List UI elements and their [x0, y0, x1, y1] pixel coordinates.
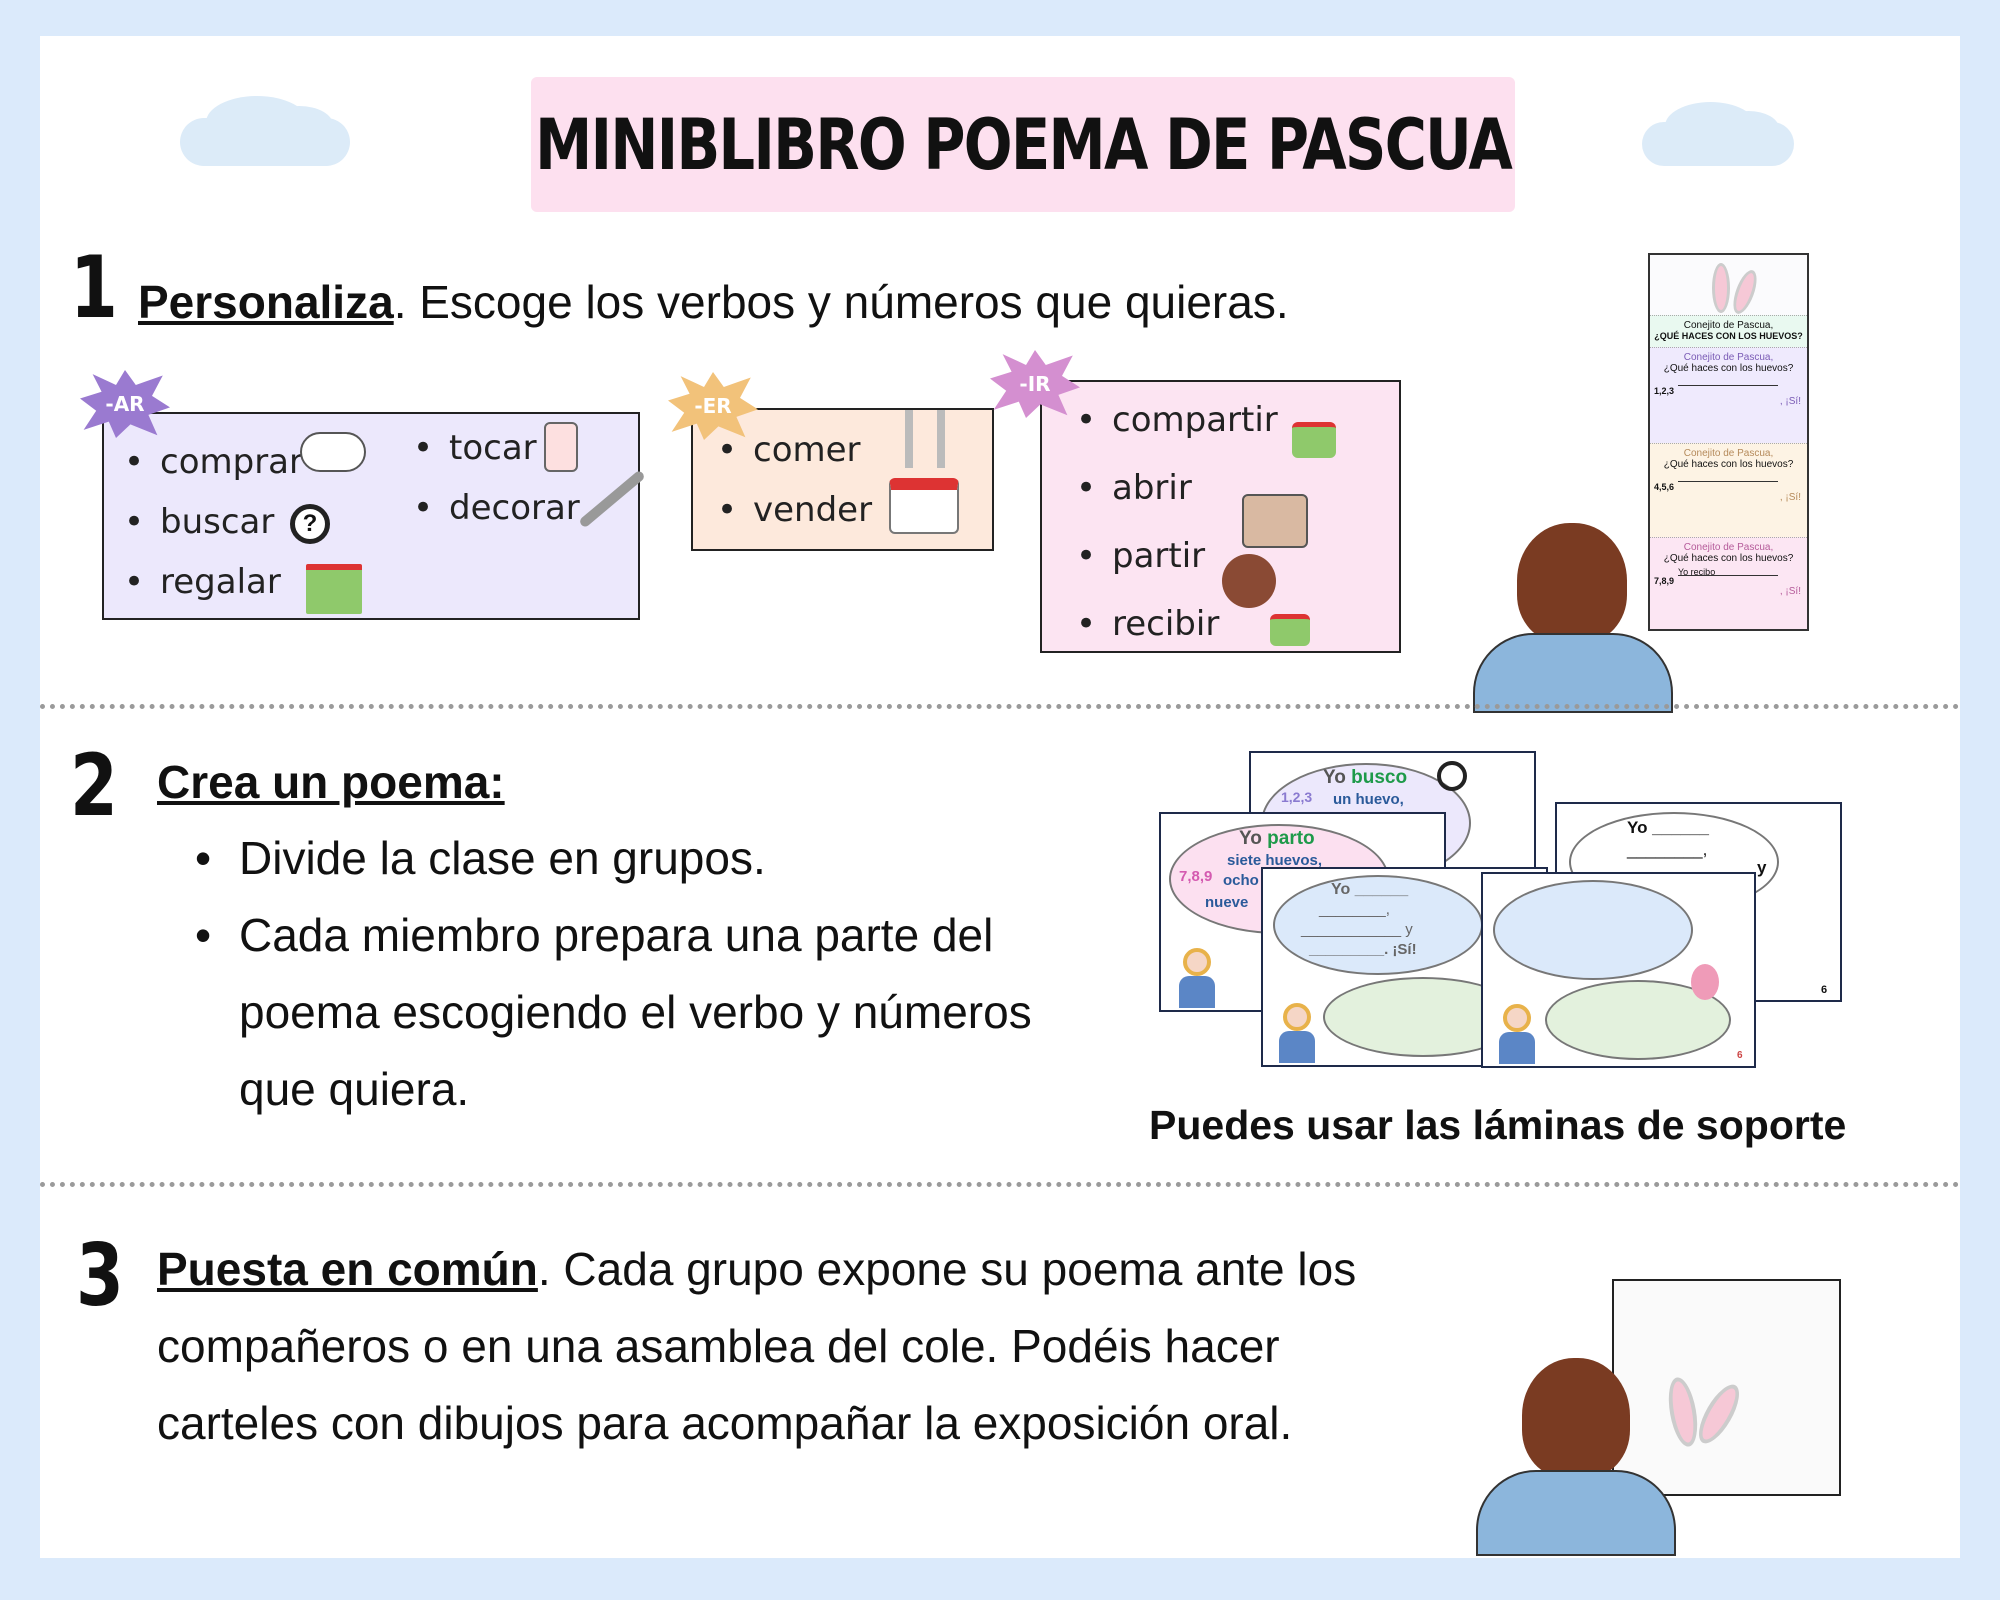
worksheets-caption: Puedes usar las láminas de soporte: [1149, 1102, 1847, 1148]
cloud-left: [180, 96, 350, 166]
minibook-numbers: 4,5,6: [1654, 482, 1675, 492]
minibook-section-title: Conejito de Pascua,: [1683, 352, 1774, 363]
minibook-section-title: Conejito de Pascua,: [1683, 448, 1774, 459]
page-title: MINIBLIBRO POEMA DE PASCUA: [534, 103, 1513, 186]
step-3-text: Puesta en común. Cada grupo expone su po…: [157, 1231, 1356, 1462]
easter-egg-icon: [1691, 964, 1719, 1000]
step-1-number: 1: [69, 238, 118, 338]
boy-presenting-illustration: [1476, 1358, 1690, 1556]
sheet-numbers: 7,8,9: [1179, 868, 1213, 885]
boy-reading-illustration: [1473, 523, 1688, 713]
verb-vender: vender: [717, 490, 872, 530]
minibook-ending: , ¡Sí!: [1779, 586, 1801, 597]
divider-2: [40, 1182, 1960, 1187]
verb-abrir: abrir: [1076, 468, 1192, 508]
minibook-example: Yo recibo: [1678, 567, 1778, 577]
divider-1: [40, 704, 1960, 709]
step-3-number: 3: [75, 1226, 124, 1326]
magnifier-icon: [1437, 761, 1467, 791]
minibook-numbers: 7,8,9: [1654, 576, 1675, 586]
step-1-instruction: . Escoge los verbos y números que quiera…: [393, 276, 1289, 328]
girl-illustration: [1277, 1003, 1317, 1063]
fork-knife-icon: [905, 410, 945, 468]
hand-touch-icon: [544, 422, 578, 472]
sheet-line: y: [1757, 858, 1767, 877]
step-1-text: Personaliza. Escoge los verbos y números…: [138, 264, 1289, 341]
verb-buscar: buscar: [124, 502, 274, 542]
poster-illustration: [1612, 1279, 1841, 1496]
paintbrush-icon: [578, 469, 646, 529]
minibook-numbers: 1,2,3: [1654, 386, 1675, 396]
step-2-heading: Crea un poema:: [157, 756, 505, 808]
verb-partir: partir: [1076, 536, 1205, 576]
magnifier-question-icon: ?: [290, 504, 330, 544]
sheet-yo: Yo ______: [1331, 881, 1409, 898]
sheet-line: siete huevos,: [1227, 852, 1323, 869]
sharing-gift-icon: [1292, 422, 1336, 458]
sheet-yo: Yo ______: [1627, 818, 1709, 837]
girl-illustration: [1497, 1004, 1537, 1064]
step-2-number: 2: [69, 736, 118, 836]
title-banner: MINIBLIBRO POEMA DE PASCUA: [531, 77, 1515, 212]
minibook-ending: , ¡Sí!: [1779, 396, 1801, 407]
sheet-page-number: 6: [1821, 984, 1828, 996]
ar-verb-box: comprar tocar buscar decorar regalar ?: [102, 412, 646, 620]
girl-illustration: [1177, 948, 1217, 1008]
verb-comer: comer: [717, 430, 860, 470]
verb-decorar: decorar: [413, 488, 580, 528]
minibook-section-question: ¿Qué haces con los huevos?: [1663, 363, 1794, 374]
sheet-line: nueve: [1205, 894, 1249, 911]
bullet-item: Cada miembro prepara una parte del: [195, 897, 1032, 974]
sheet-line: ocho: [1223, 872, 1259, 889]
step-3-heading: Puesta en común: [157, 1243, 538, 1295]
step-3-line2: compañeros o en una asamblea del cole. P…: [157, 1320, 1280, 1372]
bullet-continuation: poema escogiendo el verbo y números: [239, 986, 1032, 1038]
minibook-section-question: ¿Qué haces con los huevos?: [1663, 553, 1794, 564]
sheet-line: _________. ¡Sí!: [1309, 941, 1417, 958]
minibook-section-question: ¿Qué haces con los huevos?: [1663, 459, 1794, 470]
bullet-continuation: que quiera.: [239, 1063, 470, 1115]
open-box-icon: [1242, 494, 1308, 548]
broken-chocolate-egg-icon: [1222, 554, 1276, 608]
sheet-verb: busco: [1351, 767, 1408, 788]
verb-recibir: recibir: [1076, 604, 1219, 644]
hand-money-icon: [300, 432, 366, 472]
step-2-bullets: Divide la clase en grupos. Cada miembro …: [195, 820, 1032, 1128]
sheet-line: ________,: [1319, 901, 1390, 918]
sheet-yo: Yo: [1239, 828, 1262, 849]
er-verb-box: comer vender: [691, 408, 994, 551]
bunny-ears-illustration: [1650, 255, 1807, 317]
verb-compartir: compartir: [1076, 400, 1278, 440]
verb-regalar: regalar: [124, 562, 281, 602]
step-3-line3: carteles con dibujos para acompañar la e…: [157, 1397, 1293, 1449]
minibook-cover-line2: ¿QUÉ HACES CON LOS HUEVOS?: [1654, 331, 1803, 341]
sheet-line: un huevo,: [1333, 791, 1404, 808]
minibook-preview: Conejito de Pascua, ¿QUÉ HACES CON LOS H…: [1648, 253, 1809, 631]
step-1-heading: Personaliza: [138, 276, 394, 328]
sheet-line: ____________ y: [1301, 921, 1413, 938]
shop-icon: [889, 478, 959, 534]
verb-tocar: tocar: [413, 428, 536, 468]
bullet-item: Divide la clase en grupos.: [195, 820, 1032, 897]
step-3-line1: . Cada grupo expone su poema ante los: [537, 1243, 1357, 1295]
sheet-line: ________,: [1627, 840, 1708, 859]
receive-gift-icon: [1270, 614, 1310, 646]
sheet-page-number: 6: [1737, 1050, 1743, 1061]
worksheet-blank-colored: 6: [1481, 872, 1756, 1068]
ir-verb-box: compartir abrir partir recibir: [1040, 380, 1401, 653]
sheet-numbers: 1,2,3: [1281, 789, 1313, 805]
sheet-yo: Yo: [1323, 767, 1346, 788]
verb-comprar: comprar: [124, 442, 303, 482]
gift-icon: [306, 564, 362, 614]
minibook-section-title: Conejito de Pascua,: [1683, 542, 1774, 553]
sheet-verb: parto: [1267, 828, 1315, 849]
minibook-ending: , ¡Sí!: [1779, 492, 1801, 503]
cloud-right: [1642, 102, 1794, 166]
minibook-cover-line1: Conejito de Pascua,: [1683, 320, 1774, 331]
